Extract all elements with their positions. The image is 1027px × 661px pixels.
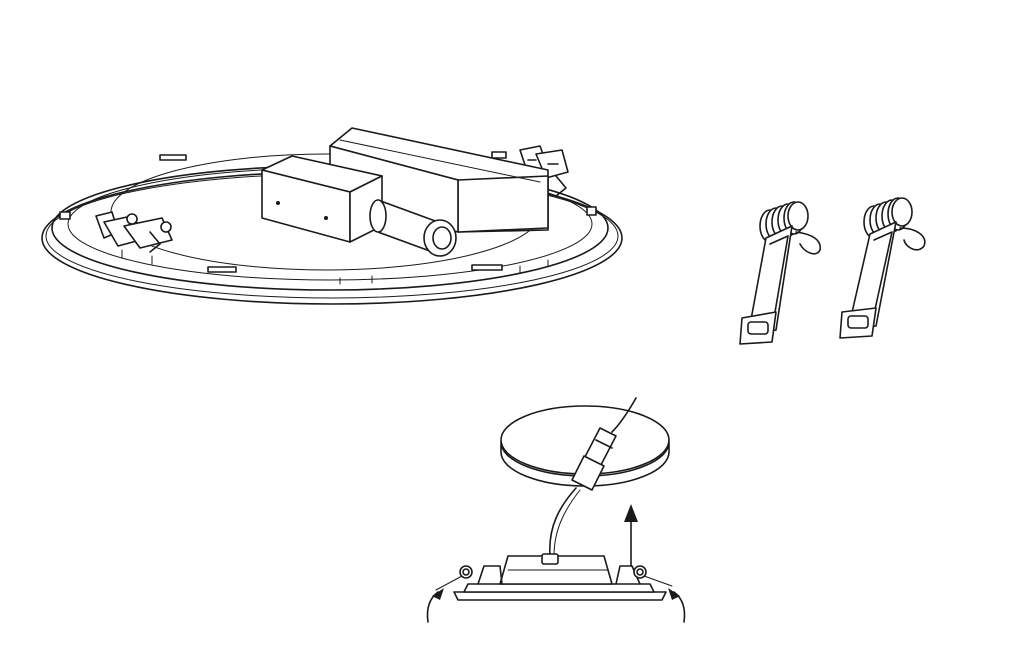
ceiling-cutout-disc [500, 405, 670, 487]
rim-feet [121, 249, 549, 285]
cable-connector [369, 199, 457, 257]
spring-clip-1 [739, 201, 821, 345]
up-arrow-icon [624, 504, 638, 567]
rim-tab-right [586, 206, 597, 216]
panel-plate [453, 591, 667, 601]
panel-side-view [435, 553, 673, 601]
driver-box-front [457, 175, 549, 233]
left-curved-arrow-icon [426, 588, 444, 623]
led-panel-light [41, 127, 623, 305]
bottom-wire [549, 487, 577, 557]
rim-tab-bottom-right [471, 264, 503, 271]
rim-tab-bottom-left [207, 266, 237, 273]
spring-clip-2 [839, 197, 926, 339]
rim-tab-left [59, 211, 71, 220]
wire-connector [571, 427, 617, 491]
wire-entry [541, 553, 559, 565]
rim-tab-top-left [159, 154, 187, 161]
top-wire [611, 397, 637, 433]
driver-box [329, 127, 549, 233]
spring-clips [739, 197, 926, 345]
panel-left-clip [95, 211, 173, 253]
rim-tab-top-right [491, 151, 507, 159]
disc-edge [500, 441, 670, 487]
installation-step [426, 397, 686, 623]
panel-body [463, 583, 655, 593]
right-curved-arrow-icon [668, 588, 686, 623]
